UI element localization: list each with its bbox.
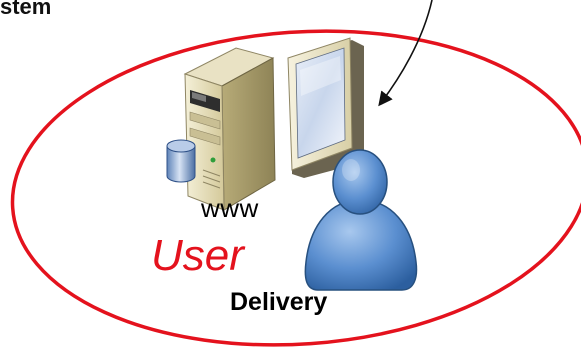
boundary-ellipse	[10, 29, 581, 347]
database-icon	[166, 139, 196, 183]
server-tower-icon	[183, 47, 276, 211]
incoming-arrow	[378, 0, 433, 107]
top-partial-label: stem	[0, 0, 52, 19]
flow-label: Delivery	[230, 288, 328, 316]
monitor-icon	[287, 37, 364, 178]
user-person-icon	[304, 149, 418, 291]
role-label: User	[151, 231, 244, 280]
server-label: www	[201, 193, 259, 223]
